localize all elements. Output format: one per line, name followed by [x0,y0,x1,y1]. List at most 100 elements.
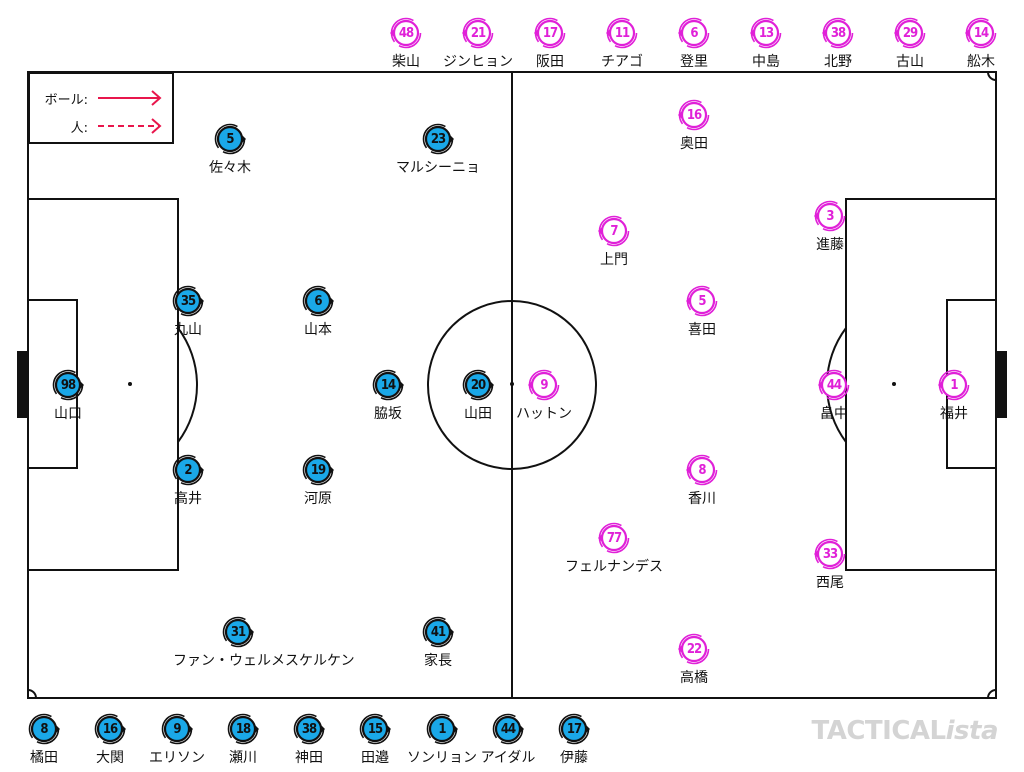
away-player-marker-icon: 1 [937,368,971,402]
away-player-marker-icon: 3 [813,199,847,233]
player-number: 8 [40,721,48,737]
player-number: 15 [367,721,383,737]
home-starter-player: 6 山本 [253,284,383,344]
home-starter-player: 31 ファン・ウェルメスケルケン [173,615,355,675]
away-player-marker-icon: 29 [893,16,927,50]
away-player-marker-icon: 11 [605,16,639,50]
player-number: 38 [301,721,317,737]
player-name: 家長 [424,653,452,669]
home-player-marker-icon: 20 [461,368,495,402]
home-player-marker-icon: 38 [292,712,326,746]
solid-arrow-icon [98,90,162,106]
player-name: 脇坂 [374,406,402,422]
home-bench-player: 17 伊藤 [509,712,639,772]
player-number: 17 [566,721,582,737]
player-name: 登里 [680,54,708,70]
legend-row-man: 人: [30,116,176,136]
right-penalty-spot [892,382,896,386]
player-number: 29 [902,25,918,41]
home-player-marker-icon: 23 [421,122,455,156]
player-number: 22 [686,641,702,657]
player-number: 7 [610,223,618,239]
player-number: 16 [102,721,118,737]
away-player-marker-icon: 33 [813,537,847,571]
player-name: 古山 [896,54,924,70]
home-bench-player: 15 田邉 [310,712,440,772]
home-player-marker-icon: 8 [27,712,61,746]
home-player-marker-icon: 17 [557,712,591,746]
player-number: 35 [180,293,196,309]
dashed-arrow-icon [98,118,162,134]
corner-arc-bottom-right [987,689,997,699]
legend-row-ball: ボール: [30,88,176,108]
home-starter-player: 23 マルシーニョ [373,122,503,182]
player-number: 44 [826,377,842,393]
player-number: 16 [686,107,702,123]
player-name: 山本 [304,322,332,338]
home-player-marker-icon: 19 [301,453,335,487]
player-name: 伊藤 [560,750,588,766]
home-player-marker-icon: 5 [213,122,247,156]
away-player-marker-icon: 13 [749,16,783,50]
player-name: 柴山 [392,54,420,70]
brand-watermark: TACTICALista [812,716,999,746]
away-bench-player: 48 柴山 [341,16,471,76]
away-player-marker-icon: 22 [677,632,711,666]
player-number: 8 [698,462,706,478]
player-number: 23 [430,131,446,147]
player-number: 20 [470,377,486,393]
player-name: 田邉 [361,750,389,766]
player-number: 31 [230,624,246,640]
player-name: 高井 [174,491,202,507]
player-name: 福井 [940,406,968,422]
home-player-marker-icon: 35 [171,284,205,318]
away-player-marker-icon: 48 [389,16,423,50]
center-circle [427,300,597,470]
right-goal [996,351,1007,418]
player-name: エリソン [149,750,205,766]
player-number: 21 [470,25,486,41]
player-name: マルシーニョ [396,160,480,176]
player-number: 11 [614,25,630,41]
player-number: 13 [758,25,774,41]
player-number: 38 [830,25,846,41]
away-player-marker-icon: 16 [677,98,711,132]
home-player-marker-icon: 44 [491,712,525,746]
player-name: 北野 [824,54,852,70]
player-number: 17 [542,25,558,41]
player-number: 98 [60,377,76,393]
player-name: 瀬川 [229,750,257,766]
player-number: 48 [398,25,414,41]
player-name: ファン・ウェルメスケルケン [173,653,355,669]
player-number: 6 [314,293,322,309]
player-name: 佐々木 [209,160,251,176]
player-name: ソンリョン [407,750,477,766]
away-bench-player: 29 古山 [845,16,975,76]
player-number: 77 [606,530,622,546]
home-player-marker-icon: 15 [358,712,392,746]
player-number: 14 [380,377,396,393]
player-number: 5 [226,131,234,147]
player-number: 1 [438,721,446,737]
home-player-marker-icon: 6 [301,284,335,318]
player-number: 5 [698,293,706,309]
center-spot [510,382,514,386]
